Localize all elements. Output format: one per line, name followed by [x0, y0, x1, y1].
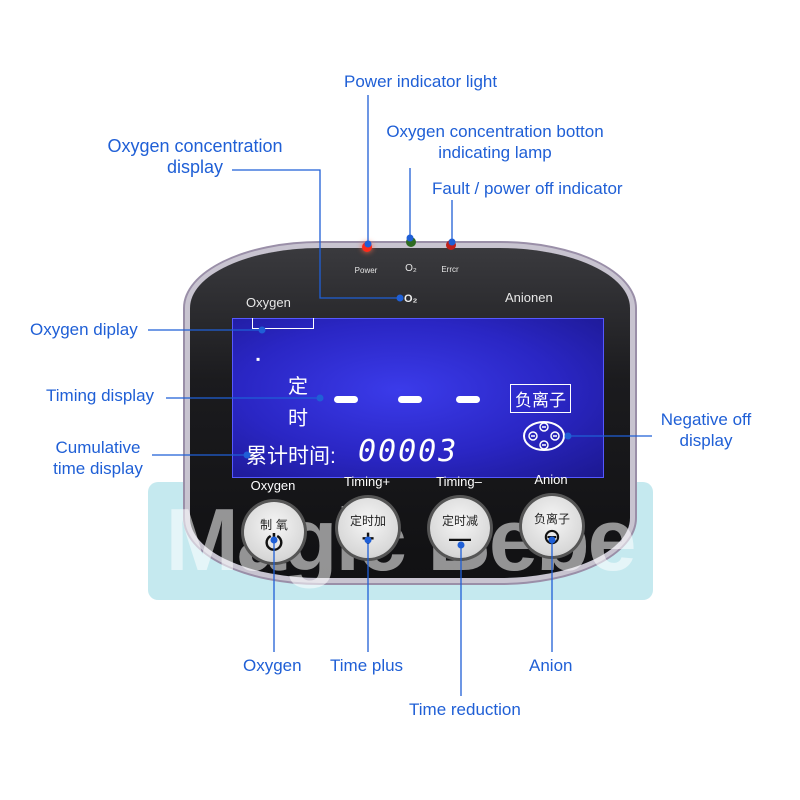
callout-oxygen-display: Oxygen diplay	[30, 320, 138, 339]
callout-negative: Negative off display	[650, 409, 762, 451]
callout-cumulative-line1: Cumulative	[55, 438, 141, 457]
callout-cumulative: Cumulative time display	[40, 437, 156, 479]
callout-time-plus: Time plus	[330, 656, 404, 675]
timing-dash-1	[334, 396, 358, 403]
timing-plus-button-zh: 定时加	[349, 514, 386, 528]
error-led-label: Errcr	[441, 265, 459, 274]
negative-ion-label: 负离子	[510, 384, 571, 413]
oxygen-button-head: Oxygen	[250, 478, 296, 493]
oxygen-button-zh: 制 氧	[260, 518, 288, 532]
callout-o2-conc-line1: Oxygen concentration	[107, 136, 283, 156]
timing-dash-3	[456, 396, 480, 403]
callout-o2-lamp: Oxygen concentration botton indicating l…	[372, 121, 618, 163]
callout-cumulative-line2: time display	[53, 459, 143, 478]
anion-button-zh: 负离子	[533, 512, 570, 526]
anionen-panel-label: Anionen	[505, 290, 553, 305]
o2-led-label: O₂	[405, 263, 417, 274]
lcd-dot: ▪	[256, 352, 261, 366]
oxygen-panel-label: Oxygen	[246, 295, 291, 310]
timing-char-ding: 定	[288, 376, 308, 398]
timing-char-shi: 时	[288, 408, 308, 430]
timing-minus-button-head: Timing–	[436, 474, 482, 489]
callout-time-reduction: Time reduction	[409, 700, 521, 719]
callout-o2-lamp-line2: indicating lamp	[438, 143, 552, 162]
callout-anion: Anion	[529, 656, 573, 675]
timing-plus-button-head: Timing+	[343, 474, 391, 489]
timing-minus-button-zh: 定时减	[441, 514, 478, 528]
callout-o2-lamp-line1: Oxygen concentration botton	[386, 122, 604, 141]
o2-panel-label: O₂	[404, 293, 418, 305]
callout-negative-line2: display	[679, 431, 733, 450]
cumulative-time-label: 累计时间:	[246, 445, 336, 468]
cumulative-time-value: 00003	[358, 434, 459, 469]
leader-o2-conc	[232, 169, 400, 299]
callout-negative-line1: Negative off	[660, 410, 752, 429]
timing-dash-2	[398, 396, 422, 403]
callout-power-indicator: Power indicator light	[344, 72, 498, 91]
power-led-label: Power	[354, 266, 378, 275]
minus-icon: —	[449, 526, 471, 551]
o2-led	[406, 237, 416, 247]
oxygen-conc-bracket	[252, 318, 314, 329]
callout-o2-conc-line2: display	[166, 157, 224, 177]
callout-o2-conc: Oxygen concentration display	[92, 136, 298, 178]
anion-icon	[523, 421, 565, 451]
callout-timing-display: Timing display	[46, 386, 155, 405]
anion-button-head: Anion	[534, 472, 568, 487]
callout-oxygen: Oxygen	[243, 656, 302, 675]
callout-fault-indicator: Fault / power off indicator	[432, 179, 623, 198]
